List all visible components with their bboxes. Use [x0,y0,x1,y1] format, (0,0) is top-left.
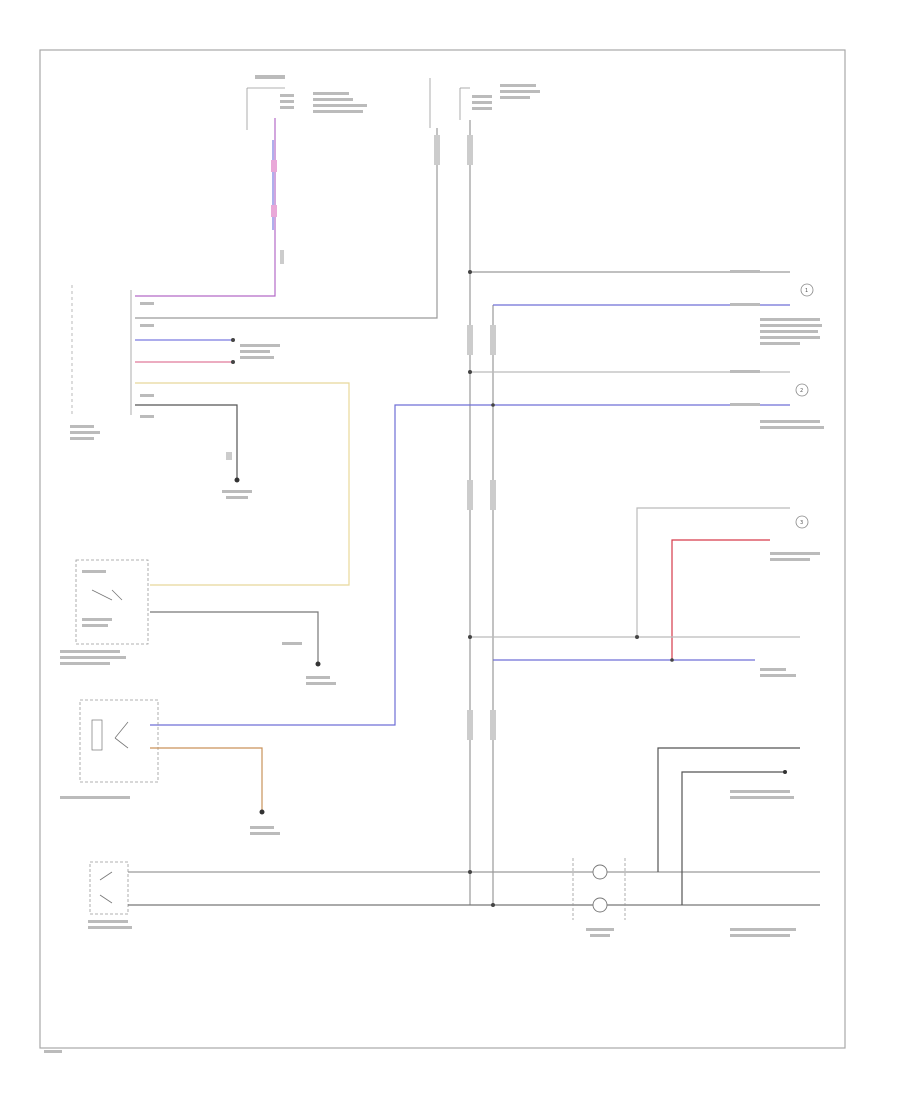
wire-dark-lamp-1 [657,747,800,872]
wire-label-bar [280,250,284,264]
wire-label-bar [467,710,473,740]
terminal-dot [231,338,235,342]
page-number-stub [44,1050,62,1053]
label-stub [306,676,330,679]
hazard-switch [60,559,149,665]
connector-ref-3: 3 [800,520,803,526]
top-fuse-bracket [246,75,367,130]
instrument-cluster [60,699,159,799]
wire-label-bar [226,452,232,460]
bottom-left-module [88,861,132,929]
label-stub [226,496,248,499]
label-stub [730,790,790,793]
wire-label-bar [490,480,496,510]
label-stub [760,674,796,677]
wire-label-bar [467,325,473,355]
wire-gray-loop [636,507,790,635]
wire-orange-cluster-ground [150,747,263,810]
wire-label-bar [490,710,496,740]
label-stub [730,796,794,799]
ground-point [259,809,265,815]
label-stub [240,356,274,359]
terminal-dot [783,770,787,774]
wire-pink-blue-feed [135,118,276,297]
connector-ref-circle-1 [800,283,814,297]
connector-ref-circle-2 [795,383,809,397]
wire-blue-cluster [150,404,790,726]
label-stub [240,350,270,353]
splice-dot [468,370,472,374]
ground-point [315,661,321,667]
connector-ref-circle-3 [795,515,809,529]
label-stub [760,668,786,671]
wire-label-bar [271,205,277,217]
connector-ref-2: 2 [800,388,803,394]
wire-label-bar [271,160,277,172]
splice-dot [468,870,472,874]
terminal-dot [231,360,235,364]
ground-point [234,477,240,483]
right-labels [730,270,824,429]
wire-label-bar [467,135,473,165]
splice-dot [468,270,472,274]
left-control-module [70,285,154,440]
wire-label-bar [434,135,440,165]
splice-dot [635,635,639,639]
wire-dark-ground [135,404,238,478]
label-stub [770,558,810,561]
wire-yellow-hazard [135,382,350,586]
wire-gray-ignition [135,128,438,319]
label-stub [250,826,274,829]
splice-dot [468,635,472,639]
label-stub [306,682,336,685]
label-stub [730,928,796,931]
diagram-frame [39,49,846,1049]
label-stub [240,344,280,347]
splice-dot [491,403,495,407]
connector-ref-1: 1 [805,288,808,294]
wire-red [671,539,770,660]
wire-label-bar [490,325,496,355]
splice-dot [491,903,495,907]
wire-dark-lamp-2 [681,771,785,905]
label-stub [770,552,820,555]
wire-label-bar [467,480,473,510]
label-stub [282,642,302,645]
label-stub [222,490,252,493]
wire-gray-hazard-ground [150,611,319,662]
label-stub [250,832,280,835]
middle-fuse-bracket [429,78,540,128]
label-stub [730,934,790,937]
splice-dot [670,658,674,662]
bulb-assembly [572,858,626,937]
